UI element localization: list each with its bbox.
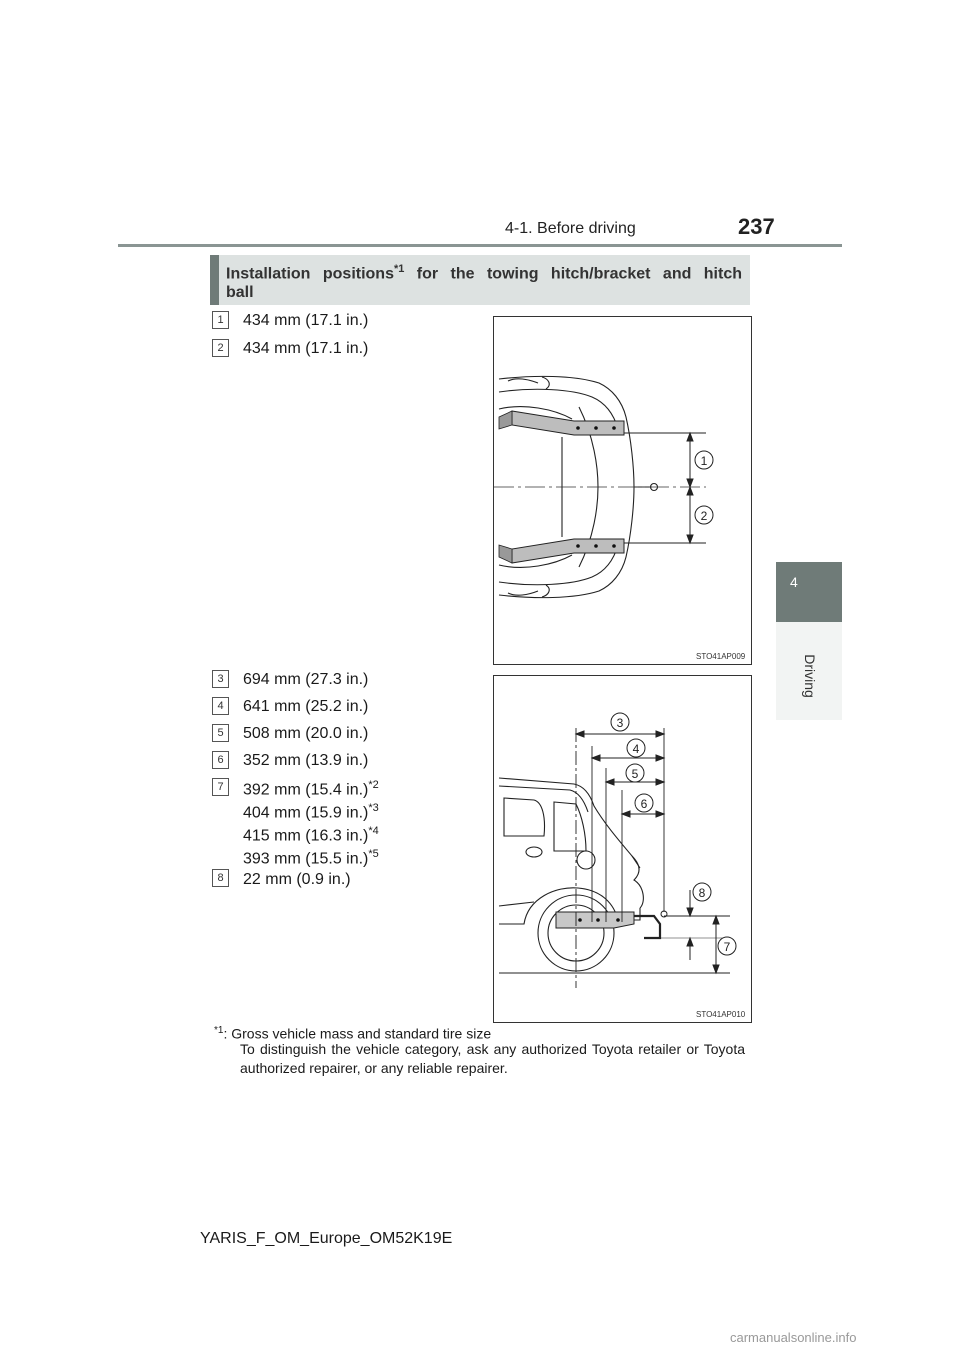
callout-3: 3 xyxy=(617,716,624,730)
callout-6: 6 xyxy=(641,797,648,811)
item-number-5: 5 xyxy=(212,724,229,742)
section-title-line2: ball xyxy=(226,284,254,301)
item-text-3: 694 mm (27.3 in.) xyxy=(243,671,369,688)
footnote-ref: *1 xyxy=(393,263,405,275)
figure-side-view: 3 4 5 6 8 7 xyxy=(493,675,752,1023)
top-view-illustration: 1 2 xyxy=(494,375,714,599)
header-rule xyxy=(118,244,842,247)
item-text-7a: 392 mm (15.4 in.)*2 xyxy=(243,779,379,799)
watermark: carmanualsonline.info xyxy=(730,1330,857,1345)
item-number-7: 7 xyxy=(212,778,229,796)
footnote-body: To distinguish the vehicle category, ask… xyxy=(240,1041,745,1076)
callout-7: 7 xyxy=(724,940,731,954)
section-heading-bar xyxy=(210,255,219,305)
section-title-line1: Installation positions*1 for the towing … xyxy=(226,263,742,283)
item-number-1: 1 xyxy=(212,311,229,329)
item-text-7c: 415 mm (16.3 in.)*4 xyxy=(243,825,379,845)
chapter-label: Driving xyxy=(802,654,818,698)
chapter-tab-strip xyxy=(776,622,842,720)
figure-code-1: STO41AP009 xyxy=(696,652,746,661)
figure-code-2: STO41AP010 xyxy=(696,1010,746,1019)
footer-doc-id: YARIS_F_OM_Europe_OM52K19E xyxy=(200,1230,453,1247)
callout-4: 4 xyxy=(633,742,640,756)
item-text-5: 508 mm (20.0 in.) xyxy=(243,725,369,742)
item-text-4: 641 mm (25.2 in.) xyxy=(243,698,369,715)
callout-2: 2 xyxy=(701,509,708,523)
item-number-2: 2 xyxy=(212,339,229,357)
item-number-8: 8 xyxy=(212,869,229,887)
side-view-illustration: 3 4 5 6 8 7 xyxy=(498,712,737,988)
footnote-title: *1: Gross vehicle mass and standard tire… xyxy=(214,1025,492,1042)
chapter-tab[interactable]: 4 xyxy=(776,562,842,622)
item-text-6: 352 mm (13.9 in.) xyxy=(243,752,369,769)
item-text-8: 22 mm (0.9 in.) xyxy=(243,871,351,888)
item-text-2: 434 mm (17.1 in.) xyxy=(243,340,369,357)
callout-5: 5 xyxy=(632,767,639,781)
callout-8: 8 xyxy=(699,886,706,900)
section-heading-box xyxy=(210,255,750,305)
item-text-1: 434 mm (17.1 in.) xyxy=(243,312,369,329)
item-text-7d: 393 mm (15.5 in.)*5 xyxy=(243,848,379,868)
item-number-3: 3 xyxy=(212,670,229,688)
item-number-6: 6 xyxy=(212,751,229,769)
page-number: 237 xyxy=(738,214,775,239)
item-text-7b: 404 mm (15.9 in.)*3 xyxy=(243,802,379,822)
item-number-4: 4 xyxy=(212,697,229,715)
callout-1: 1 xyxy=(701,454,708,468)
figure-top-view: 1 2 xyxy=(493,316,752,665)
chapter-number: 4 xyxy=(790,574,798,590)
header-section-title: 4-1. Before driving xyxy=(505,220,636,237)
